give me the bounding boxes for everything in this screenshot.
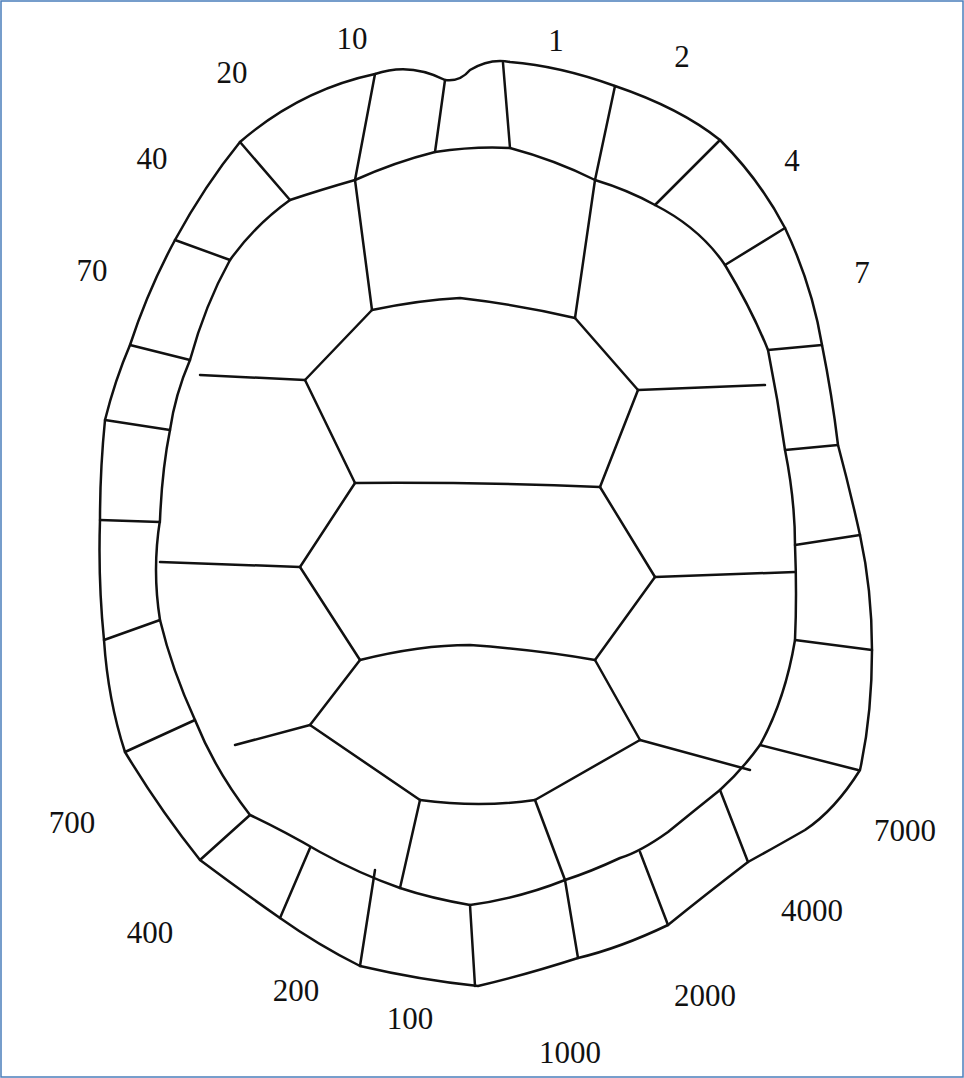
callout-number: 20 xyxy=(217,57,248,88)
callout-number: 10 xyxy=(337,23,368,54)
callout-number: 400 xyxy=(127,917,174,948)
callout-number: 4000 xyxy=(781,895,843,926)
marginal-seams xyxy=(100,63,872,986)
pleural-seams xyxy=(160,375,795,770)
callout-number: 200 xyxy=(273,975,320,1006)
callout-number: 1000 xyxy=(539,1037,601,1068)
vertebral-seams xyxy=(300,180,655,888)
callout-number: 2000 xyxy=(674,980,736,1011)
shell-outline xyxy=(100,61,873,986)
callout-number: 40 xyxy=(137,143,168,174)
callout-number: 700 xyxy=(49,807,96,838)
callout-number: 1 xyxy=(548,25,564,56)
callout-number: 7 xyxy=(854,257,870,288)
callout-number: 100 xyxy=(387,1003,434,1034)
callout-number: 7000 xyxy=(874,815,936,846)
callout-number: 70 xyxy=(77,255,108,286)
inner-boundary xyxy=(156,148,796,906)
callout-number: 4 xyxy=(784,145,800,176)
callout-number: 2 xyxy=(674,41,690,72)
